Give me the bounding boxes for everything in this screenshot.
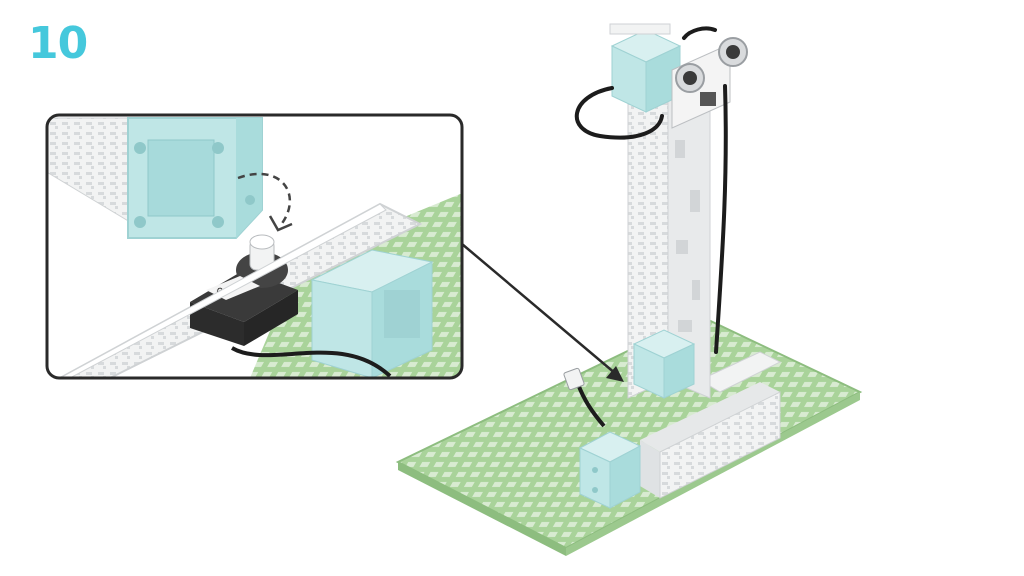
main-assembly — [395, 23, 863, 556]
base-beam — [640, 351, 782, 499]
inset-cube-bottom — [310, 249, 434, 378]
base-cube — [578, 431, 642, 509]
sensor-cable — [574, 26, 728, 354]
dashed-arrow-icon — [237, 172, 293, 232]
leader-line — [461, 243, 624, 382]
inset-cube-top — [127, 117, 263, 239]
ultrasonic-sensor-icon — [671, 37, 748, 129]
vertical-tower — [609, 23, 711, 399]
detail-inset: ⚙ — [45, 113, 464, 380]
step-number: 10 — [28, 18, 88, 69]
servo-cable — [563, 367, 606, 428]
